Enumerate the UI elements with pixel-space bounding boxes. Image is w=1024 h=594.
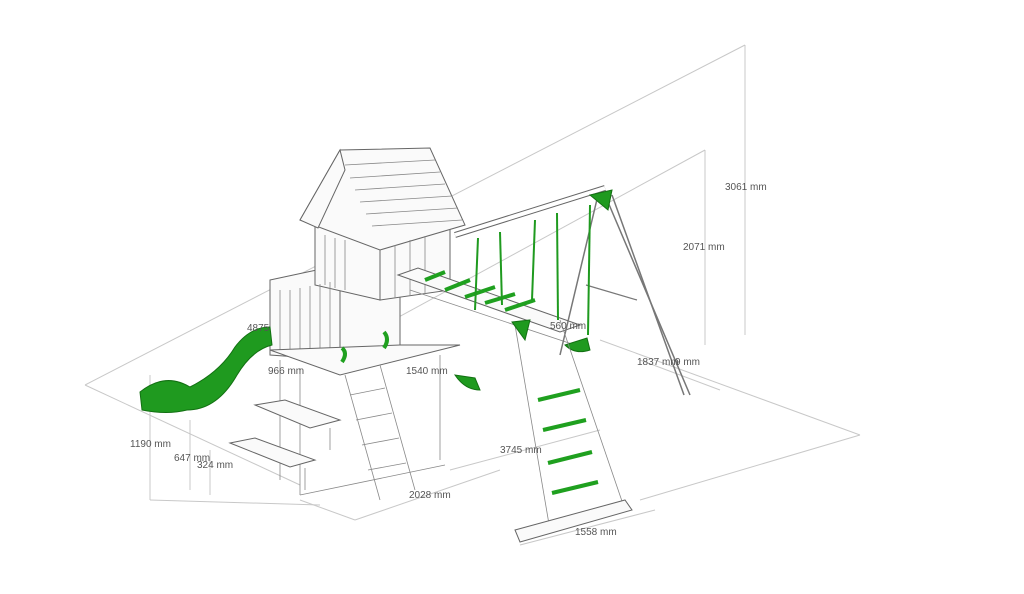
climbing-ladder xyxy=(511,319,633,543)
slide xyxy=(139,326,273,413)
dimension-label-swing-frame-overlap: 9 mm xyxy=(675,357,700,368)
dimension-label-platform-height: 1190 mm xyxy=(130,439,171,450)
dimension-label-slide-length: 4875 xyxy=(247,323,270,334)
dimension-label-monkey-bar-length: 3745 mm xyxy=(500,445,542,456)
dimension-label-bench-height: 647 mm xyxy=(174,453,211,464)
tower xyxy=(228,147,466,501)
dimension-label-tower-depth: 2028 mm xyxy=(409,490,451,501)
swing-frame xyxy=(453,185,691,396)
monkey-bars xyxy=(396,267,582,346)
dimension-label-tower-width: 1540 mm xyxy=(406,366,448,377)
dimension-label-swing-spacing: 560 mm xyxy=(550,321,587,332)
dimension-label-swing-beam-height: 2071 mm xyxy=(683,242,725,253)
dimension-label-swing-frame-depth: 1837 mm xyxy=(637,357,679,368)
dimension-label-bench-seat-height: 324 mm xyxy=(197,460,234,471)
dimension-label-ladder-base-width: 1558 mm xyxy=(575,527,617,538)
dimension-label-total-height: 3061 mm xyxy=(725,182,767,193)
dimension-label-platform-depth: 966 mm xyxy=(268,366,305,377)
